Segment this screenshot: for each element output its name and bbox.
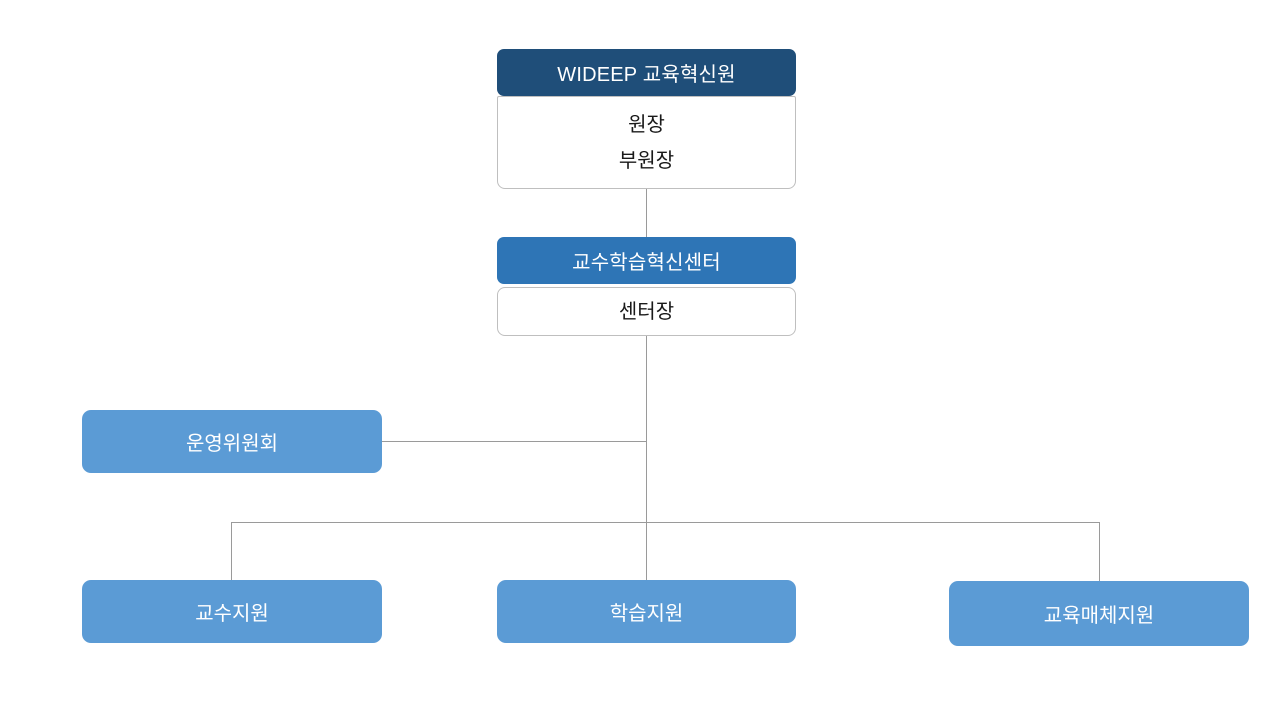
institute-role-director: 원장 [628,113,665,136]
node-institute-body: 원장 부원장 [497,96,796,189]
team-label-media-support: 교육매체지원 [949,581,1249,646]
node-team-teaching-support[interactable]: 교수지원 [82,580,382,643]
node-center-header[interactable]: 교수학습혁신센터 [497,237,796,284]
connector-to-team-1 [231,522,232,580]
team-label-learning-support: 학습지원 [497,580,796,643]
node-institute-header[interactable]: WIDEEP 교육혁신원 [497,49,796,96]
connector-to-team-3 [1099,522,1100,581]
node-team-learning-support[interactable]: 학습지원 [497,580,796,643]
institute-role-vice-director: 부원장 [618,149,675,172]
connector-institute-to-center [646,189,647,237]
center-role-head: 센터장 [618,300,675,323]
node-center-body: 센터장 [497,287,796,336]
center-title: 교수학습혁신센터 [497,237,796,284]
connector-center-trunk [646,336,647,580]
node-team-media-support[interactable]: 교육매체지원 [949,581,1249,646]
institute-title: WIDEEP 교육혁신원 [497,49,796,96]
team-label-teaching-support: 교수지원 [82,580,382,643]
connector-teams-horizontal-bar [231,522,1100,523]
steering-committee-label: 운영위원회 [82,410,382,473]
connector-committee-to-trunk [382,441,647,442]
node-steering-committee[interactable]: 운영위원회 [82,410,382,473]
